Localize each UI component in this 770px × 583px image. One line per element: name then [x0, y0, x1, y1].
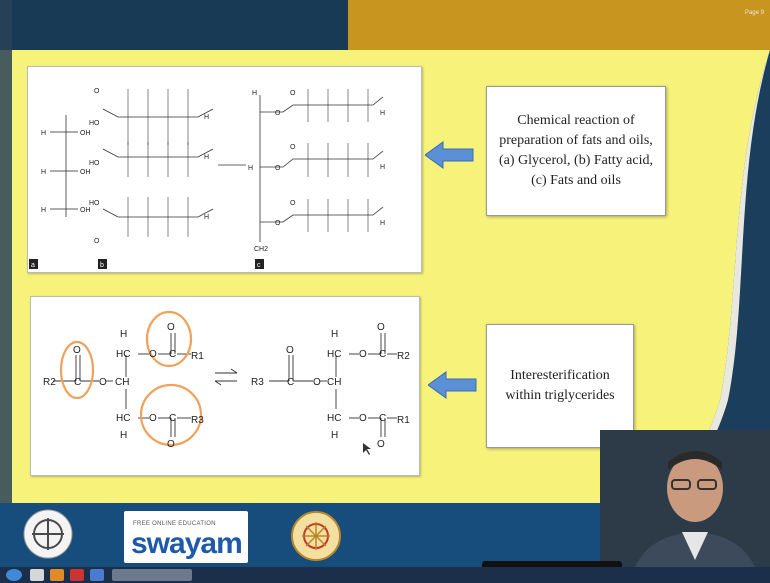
fat-ch2: CH2: [254, 246, 268, 253]
label-a: a: [31, 262, 35, 269]
fat-h-end-3: H: [380, 220, 385, 227]
left-carbonyl-o-1: O: [73, 345, 81, 356]
interesterification-diagram: R2 O C O CH H HC O O C R1 HC H O C O R3 …: [43, 310, 410, 455]
slide-header-bar: [0, 0, 348, 50]
right-o-1: O: [313, 377, 321, 388]
acid-o-3: O: [94, 238, 100, 245]
right-h-top: H: [331, 329, 338, 340]
right-o-2: O: [359, 349, 367, 360]
acid-ho-3: HO: [89, 200, 100, 207]
left-r1: R1: [191, 351, 204, 362]
ester-o-1: O: [275, 110, 281, 117]
left-ch: CH: [115, 377, 129, 388]
caption-inter-line-1: Interesterification: [510, 368, 610, 383]
highlight-circles: [59, 310, 203, 447]
label-c: c: [257, 262, 261, 269]
left-hc-bottom: HC: [116, 413, 130, 424]
right-o-3: O: [359, 413, 367, 424]
carbonyl-o-1: O: [290, 90, 296, 97]
ester-o-2: O: [275, 165, 281, 172]
left-r2: R2: [43, 377, 56, 388]
nptel-logo-icon: [291, 511, 341, 561]
acid-h-end-1: H: [204, 114, 209, 121]
acid-o-1: O: [94, 88, 100, 95]
acid-ho-2: HO: [89, 160, 100, 167]
fat-h-mid: H: [248, 165, 253, 172]
left-h-top: H: [120, 329, 127, 340]
acid-h-end-2: H: [204, 154, 209, 161]
left-hc-top: HC: [116, 349, 130, 360]
iit-logo-icon: [23, 509, 73, 559]
taskbar-app-icon-1[interactable]: [30, 569, 44, 581]
carbonyl-o-3: O: [290, 200, 296, 207]
slide-header-accent: [348, 0, 770, 50]
left-o-3: O: [149, 413, 157, 424]
swayam-wordmark: swayam: [131, 527, 243, 560]
arrow-left-icon-1: [425, 141, 474, 169]
left-carbonyl-o-2: O: [167, 322, 175, 333]
acid-ho-1: HO: [89, 120, 100, 127]
caption-inter-line-2: within triglycerides: [505, 388, 615, 403]
fat-h-end-1: H: [380, 110, 385, 117]
caption-fats-oils: Chemical reaction of preparation of fats…: [486, 86, 666, 216]
left-c-2: C: [169, 349, 176, 360]
right-h-bottom: H: [331, 430, 338, 441]
page-label: Page 9: [744, 10, 764, 16]
right-c-1: C: [287, 377, 294, 388]
taskbar: [0, 567, 770, 583]
glycerol-h-2: H: [41, 169, 46, 176]
taskbar-app-icon-5[interactable]: [112, 569, 192, 581]
taskbar-app-icon-4[interactable]: [90, 569, 104, 581]
left-carbonyl-o-3: O: [167, 439, 175, 450]
caption-fats-line-2: preparation of fats and oils,: [499, 133, 653, 148]
caption-fats-line-3: (a) Glycerol, (b) Fatty acid,: [499, 153, 653, 168]
glycerol-oh-2: OH: [80, 169, 91, 176]
carbonyl-o-2: O: [290, 144, 296, 151]
caption-interesterification: Interesterification within triglycerides: [486, 324, 634, 448]
glycerol-h-1: H: [41, 130, 46, 137]
figure-panel-interesterification: R2 O C O CH H HC O O C R1 HC H O C O R3 …: [30, 296, 420, 476]
left-o-2: O: [149, 349, 157, 360]
acid-h-end-3: H: [204, 214, 209, 221]
label-b: b: [100, 262, 104, 269]
right-c-3: C: [379, 413, 386, 424]
left-o-1: O: [99, 377, 107, 388]
right-c-2: C: [379, 349, 386, 360]
left-c-3: C: [169, 413, 176, 424]
right-r2: R2: [397, 351, 410, 362]
left-edge-strip: [0, 0, 12, 583]
arrow-left-icon-2: [428, 371, 477, 399]
taskbar-app-icon-2[interactable]: [50, 569, 64, 581]
right-r3: R3: [251, 377, 264, 388]
right-carbonyl-o-3: O: [377, 439, 385, 450]
right-carbonyl-o-1: O: [286, 345, 294, 356]
caption-fats-line-4: (c) Fats and oils: [531, 173, 621, 188]
right-r1: R1: [397, 415, 410, 426]
swayam-tagline: FREE ONLINE EDUCATION: [133, 521, 216, 527]
fat-h-end-2: H: [380, 164, 385, 171]
mouse-cursor-icon: [363, 443, 371, 455]
glycerol-h-3: H: [41, 207, 46, 214]
taskbar-app-icon-3[interactable]: [70, 569, 84, 581]
glycerol-oh-1: OH: [80, 130, 91, 137]
right-ch: CH: [327, 377, 341, 388]
fat-h-top: H: [252, 90, 257, 97]
caption-fats-line-1: Chemical reaction of: [517, 113, 635, 128]
right-hc-bottom: HC: [327, 413, 341, 424]
swayam-logo: [124, 511, 248, 563]
fats-oils-reaction-diagram: H OH H OH H OH HO HO HO O O H H H O O O …: [29, 88, 385, 269]
left-r3: R3: [191, 415, 204, 426]
figure-panel-fats-oils: H OH H OH H OH HO HO HO O O H H H O O O …: [27, 66, 422, 273]
left-c-1: C: [74, 377, 81, 388]
glycerol-oh-3: OH: [80, 207, 91, 214]
start-button-icon[interactable]: [6, 569, 22, 581]
ester-o-3: O: [275, 220, 281, 227]
right-carbonyl-o-2: O: [377, 322, 385, 333]
right-hc-top: HC: [327, 349, 341, 360]
left-h-bottom: H: [120, 430, 127, 441]
presenter-figure: [630, 451, 760, 583]
